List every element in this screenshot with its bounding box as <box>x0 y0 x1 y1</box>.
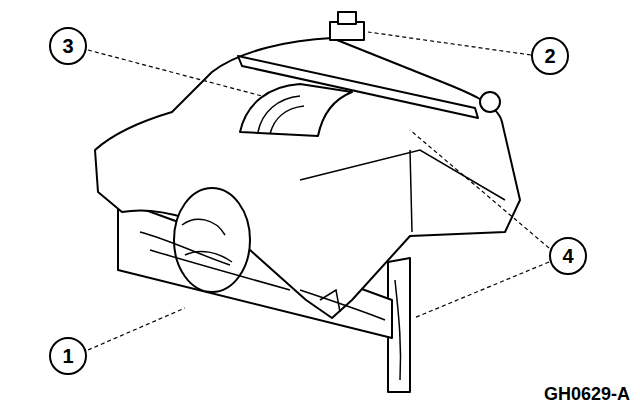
callout-circle: 3 <box>49 27 87 65</box>
callout-number: 3 <box>62 36 73 56</box>
figure-code: GH0629-A <box>544 384 630 405</box>
leader-line <box>88 50 262 96</box>
callout-number: 2 <box>544 46 555 66</box>
bolt-head <box>338 12 356 24</box>
callout-circle: 2 <box>531 37 569 75</box>
plate-grain <box>140 232 385 320</box>
leader-line <box>88 308 185 350</box>
leader-line <box>410 130 549 248</box>
piston-arc <box>258 96 300 132</box>
callout-circle: 4 <box>549 237 587 275</box>
piston-arc <box>270 106 304 134</box>
leader-line <box>414 262 549 318</box>
bore-detail <box>182 219 232 262</box>
callout-number: 1 <box>62 346 73 366</box>
leg-grain <box>395 280 401 380</box>
leader-line <box>368 32 531 55</box>
caliper-body <box>95 38 520 318</box>
body-edge <box>300 150 505 232</box>
callout-number: 4 <box>562 246 573 266</box>
piston-window <box>240 84 352 136</box>
callout-circle: 1 <box>49 337 87 375</box>
mount-boss <box>480 92 500 112</box>
body-notch <box>320 290 340 312</box>
caliper-bore <box>174 188 250 292</box>
